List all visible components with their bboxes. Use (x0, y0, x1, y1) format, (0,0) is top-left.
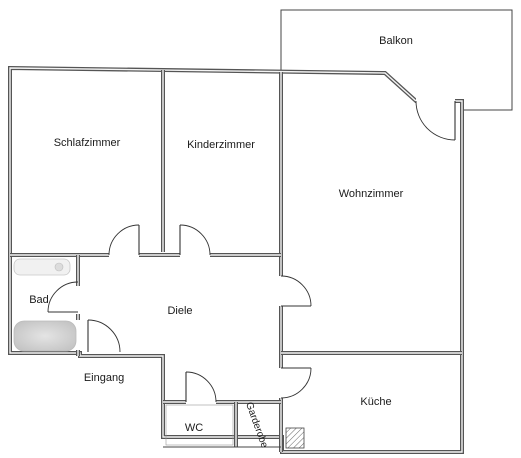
label-wohnzimmer: Wohnzimmer (339, 188, 404, 200)
label-bad: Bad (29, 294, 49, 306)
label-balkon: Balkon (379, 35, 413, 47)
door-openings (75, 98, 455, 405)
shaft-hatch (285, 427, 305, 449)
label-schlafzimmer: Schlafzimmer (54, 137, 121, 149)
bathtub-icon (13, 320, 77, 352)
door-balcony[interactable] (415, 100, 456, 141)
doors (47, 100, 456, 403)
label-kinderzimmer: Kinderzimmer (187, 139, 255, 151)
label-garderobe: Garderobe (243, 401, 270, 450)
room-labels: Balkon Schlafzimmer Kinderzimmer Wohnzim… (29, 35, 413, 450)
toilet-icon (165, 404, 234, 446)
label-diele: Diele (167, 305, 192, 317)
fixtures (13, 258, 305, 449)
washbasin-icon (13, 258, 71, 276)
door-bathroom[interactable] (47, 281, 79, 313)
label-wc: WC (185, 422, 203, 434)
door-childrens-room[interactable] (179, 224, 211, 256)
label-eingang: Eingang (84, 372, 124, 384)
door-kitchen[interactable] (280, 367, 312, 399)
door-living-room[interactable] (280, 275, 312, 307)
balcony (280, 9, 513, 111)
door-entrance[interactable] (87, 319, 121, 353)
door-bedroom[interactable] (108, 224, 140, 256)
label-kueche: Küche (360, 396, 391, 408)
door-wc[interactable] (185, 371, 217, 403)
interior-walls (10, 70, 462, 452)
